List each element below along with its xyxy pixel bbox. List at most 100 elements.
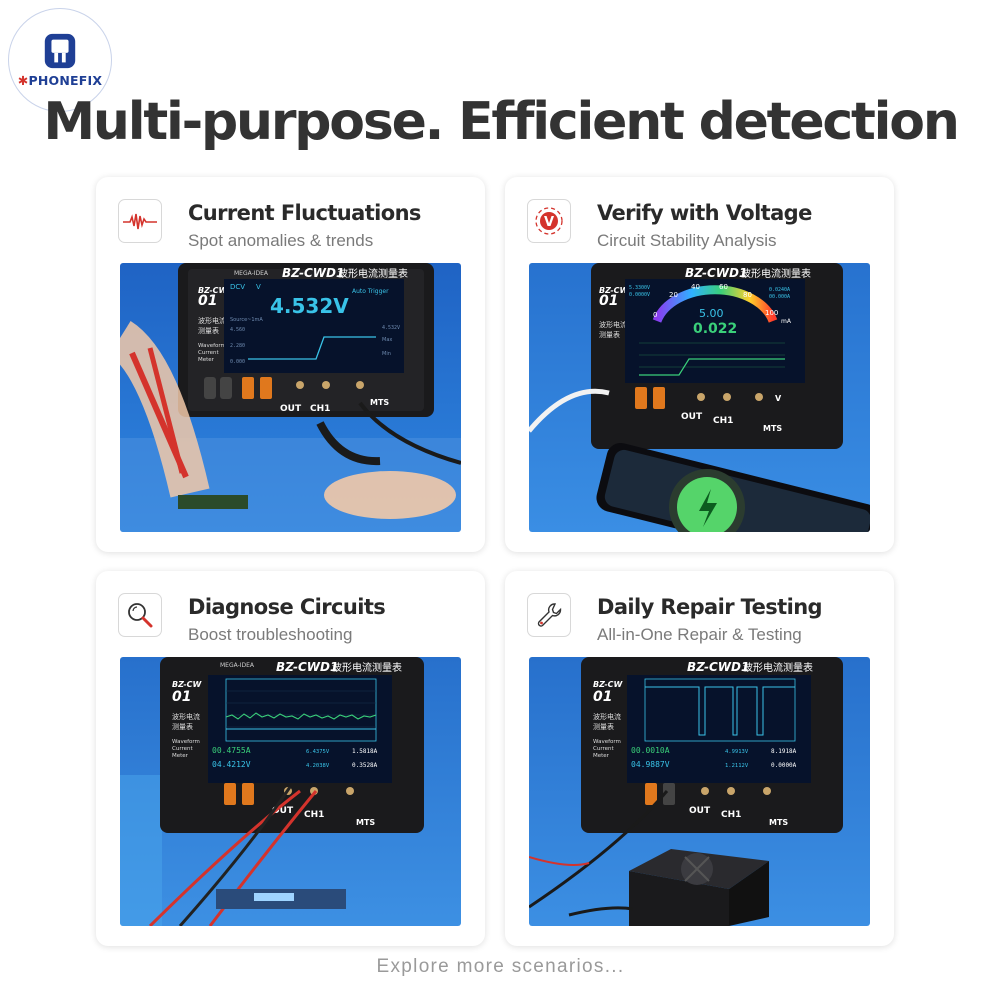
svg-text:测量表: 测量表	[599, 330, 620, 339]
card-subtitle: Spot anomalies & trends	[188, 231, 374, 250]
svg-text:60: 60	[719, 283, 728, 291]
svg-text:BZ-CW: BZ-CW	[198, 286, 229, 295]
svg-text:MTS: MTS	[769, 818, 788, 827]
svg-text:BZ-CWD1: BZ-CWD1	[685, 266, 747, 280]
svg-text:V: V	[544, 215, 554, 230]
explore-more-link[interactable]: Explore more scenarios...	[376, 956, 625, 977]
card-title: Verify with Voltage	[597, 201, 812, 225]
svg-text:1.5818A: 1.5818A	[352, 748, 378, 755]
feature-card-diagnose-circuits[interactable]: Diagnose Circuits Boost troubleshooting …	[96, 571, 485, 946]
svg-text:波形电流: 波形电流	[593, 712, 621, 721]
card-title: Diagnose Circuits	[188, 595, 386, 619]
svg-text:MEGA-IDEA: MEGA-IDEA	[220, 662, 255, 669]
svg-text:4.2038V: 4.2038V	[306, 763, 330, 769]
device-photo: BZ-CWD1 波形电流测量表 BZ-CW 01 波形电流 测量表 Wavefo…	[529, 657, 870, 926]
svg-text:4.532V: 4.532V	[382, 325, 400, 331]
svg-text:BZ-CWD1: BZ-CWD1	[276, 660, 338, 674]
svg-text:波形电流: 波形电流	[172, 712, 200, 721]
svg-text:0.0000V: 0.0000V	[629, 292, 650, 298]
feature-card-verify-voltage[interactable]: V Verify with Voltage Circuit Stability …	[505, 177, 894, 552]
svg-text:Meter: Meter	[593, 753, 610, 759]
device-model: BZ-CWD1	[282, 266, 344, 280]
svg-text:OUT: OUT	[681, 412, 703, 422]
svg-text:0.000: 0.000	[230, 359, 245, 365]
waveform-icon	[118, 199, 162, 243]
svg-text:5.3300V: 5.3300V	[629, 285, 650, 291]
svg-text:OUT: OUT	[689, 806, 711, 816]
card-subtitle: Circuit Stability Analysis	[597, 231, 777, 250]
device-cn-title: 波形电流测量表	[338, 267, 408, 280]
current-reading: 0.022	[693, 321, 737, 337]
svg-text:波形电流: 波形电流	[599, 320, 627, 329]
feature-card-current-fluctuations[interactable]: Current Fluctuations Spot anomalies & tr…	[96, 177, 485, 552]
svg-text:CH1: CH1	[721, 810, 741, 820]
svg-text:01: 01	[599, 293, 618, 309]
brand-logo: ✱PHONEFIX	[8, 8, 112, 112]
svg-text:8.1918A: 8.1918A	[771, 748, 797, 755]
svg-text:OUT: OUT	[272, 806, 294, 816]
svg-text:100: 100	[765, 309, 778, 317]
svg-text:测量表: 测量表	[593, 722, 614, 731]
svg-text:测量表: 测量表	[172, 722, 193, 731]
svg-text:40: 40	[691, 283, 700, 291]
svg-text:Source~1mA: Source~1mA	[230, 317, 263, 323]
svg-text:波形电流测量表: 波形电流测量表	[743, 661, 813, 674]
device-photo: MEGA-IDEA BZ-CWD1 波形电流测量表 BZ-CW 01 波形电流 …	[120, 263, 461, 532]
svg-text:Meter: Meter	[198, 357, 215, 363]
svg-text:Waveform: Waveform	[172, 739, 200, 745]
svg-text:MTS: MTS	[370, 398, 389, 407]
svg-text:20: 20	[669, 291, 678, 299]
svg-text:2.280: 2.280	[230, 343, 245, 349]
svg-text:V: V	[256, 283, 261, 291]
svg-text:Current: Current	[198, 350, 220, 356]
svg-text:00.000A: 00.000A	[769, 294, 790, 300]
svg-text:OUT: OUT	[280, 404, 302, 414]
svg-text:4.9913V: 4.9913V	[725, 749, 749, 755]
page-headline: Multi-purpose. Efficient detection	[43, 92, 960, 152]
svg-text:01: 01	[172, 689, 191, 705]
row1-reading: 00.4755A	[212, 746, 251, 755]
svg-text:0.0240A: 0.0240A	[769, 287, 790, 293]
svg-text:波形电流测量表: 波形电流测量表	[332, 661, 402, 674]
svg-text:BZ-CW: BZ-CW	[172, 680, 203, 689]
svg-text:0.0000A: 0.0000A	[771, 762, 797, 769]
card-title: Current Fluctuations	[188, 201, 421, 225]
row2-reading: 04.9887V	[631, 760, 670, 769]
svg-text:CH1: CH1	[304, 810, 324, 820]
maker-label: MEGA-IDEA	[234, 270, 269, 277]
row2-reading: 04.4212V	[212, 760, 251, 769]
voltage-v-icon: V	[527, 199, 571, 243]
svg-text:BZ-CW: BZ-CW	[599, 286, 630, 295]
card-subtitle: All-in-One Repair & Testing	[597, 625, 802, 644]
phonefix-logo-icon	[44, 33, 76, 69]
device-photo: MEGA-IDEA BZ-CWD1 波形电流测量表 BZ-CW 01 波形电流 …	[120, 657, 461, 926]
row1-reading: 00.0010A	[631, 746, 670, 755]
svg-text:DCV: DCV	[230, 283, 245, 291]
svg-text:CH1: CH1	[310, 404, 330, 414]
svg-text:01: 01	[198, 293, 217, 309]
svg-text:4.560: 4.560	[230, 327, 245, 333]
svg-text:Auto Trigger: Auto Trigger	[352, 288, 389, 295]
svg-text:0: 0	[653, 311, 657, 319]
svg-text:BZ-CWD1: BZ-CWD1	[687, 660, 749, 674]
brand-name: ✱PHONEFIX	[17, 73, 103, 88]
svg-text:80: 80	[743, 291, 752, 299]
feature-card-daily-repair-testing[interactable]: Daily Repair Testing All-in-One Repair &…	[505, 571, 894, 946]
svg-text:1.2112V: 1.2112V	[725, 763, 749, 769]
svg-text:波形电流测量表: 波形电流测量表	[741, 267, 811, 280]
svg-text:CH1: CH1	[713, 416, 733, 426]
svg-text:Waveform: Waveform	[593, 739, 621, 745]
wrench-icon	[527, 593, 571, 637]
svg-text:V: V	[775, 394, 782, 403]
device-photo: BZ-CWD1 波形电流测量表 BZ-CW 01 波形电流 测量表 5.3300…	[529, 263, 870, 532]
svg-text:Current: Current	[172, 746, 194, 752]
voltage-reading: 4.532V	[270, 294, 349, 318]
svg-text:Max: Max	[382, 337, 392, 343]
svg-text:测量表: 测量表	[198, 326, 219, 335]
card-subtitle: Boost troubleshooting	[188, 625, 353, 644]
svg-text:6.4375V: 6.4375V	[306, 749, 330, 755]
svg-text:01: 01	[593, 689, 612, 705]
svg-text:Waveform: Waveform	[198, 343, 226, 349]
svg-text:5.00: 5.00	[699, 307, 724, 320]
svg-text:0.3528A: 0.3528A	[352, 762, 378, 769]
